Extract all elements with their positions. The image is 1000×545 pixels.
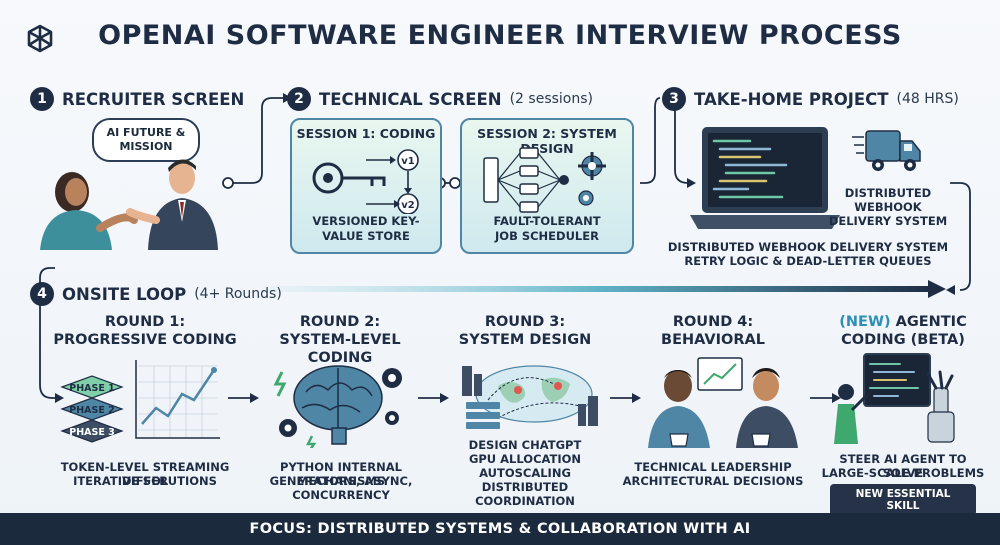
round-5-caption-line-1: STEER AI AGENT TO SOLVE [839,452,967,480]
step-4-title: ONSITE LOOP [62,284,187,304]
v1-label: v1 [401,156,415,167]
round-1-caption-line-2: ITERATIVE SOLUTIONS [73,474,217,488]
step-4-header: 4 ONSITE LOOP (4+ Rounds) [30,282,282,306]
round-4-title-line-2: BEHAVIORAL [661,332,765,348]
take-home-caption-line-2: RETRY LOGIC & DEAD-LETTER QUEUES [684,254,932,268]
focus-footer: FOCUS: DISTRIBUTED SYSTEMS & COLLABORATI… [0,513,1000,545]
session-2-caption: FAULT-TOLERANT JOB SCHEDULER [493,214,601,243]
round-5-title-line-1: AGENTIC [890,314,967,330]
step-1-header: 1 RECRUITER SCREEN [30,87,244,111]
step-3-number: 3 [662,87,686,111]
round-1-title: ROUND 1: PROGRESSIVE CODING [50,313,240,349]
round-2-caption-line-2: GENERATORS, ASYNC, CONCURRENCY [269,474,413,502]
session-1-caption: VERSIONED KEY-VALUE STORE [312,214,420,243]
new-tag: (NEW) [839,314,891,330]
page-title: OPENAI SOFTWARE ENGINEER INTERVIEW PROCE… [98,20,902,51]
round-4-caption-line-2: ARCHITECTURAL DECISIONS [622,474,804,488]
step-2-title: TECHNICAL SCREEN [319,89,502,109]
round-5-title: (NEW) AGENTIC CODING (BETA) [818,313,988,349]
step-1-number: 1 [30,87,54,111]
key-version-icon: v1 v2 [312,149,419,214]
step-2-subtitle: (2 sessions) [509,91,593,107]
step-4-number: 4 [30,282,54,306]
round-1-caption-line-1: TOKEN-LEVEL STREAMING DIFFER [60,460,230,488]
round-4-title: ROUND 4: BEHAVIORAL [628,313,798,349]
step-3-header: 3 TAKE-HOME PROJECT (48 HRS) [662,87,959,111]
agentic-coding-illustration [834,353,955,444]
step-3-subtitle: (48 HRS) [896,91,959,107]
step-2-header: 2 TECHNICAL SCREEN (2 sessions) [287,87,593,111]
round-3-title: ROUND 3: SYSTEM DESIGN [440,313,610,349]
step-4-subtitle: (4+ Rounds) [194,286,282,302]
round-3-caption-line-1: DESIGN CHATGPT [468,438,582,452]
delivery-truck-icon [852,130,921,171]
v2-label: v2 [401,200,415,211]
round-3-title-line-1: ROUND 3: [484,314,566,330]
session-1-panel: SESSION 1: CODING v1 v2 VERSIONED KEY-VA… [290,118,442,254]
round-3-caption-line-2: GPU ALLOCATION [468,452,582,466]
step-3-title: TAKE-HOME PROJECT [694,89,889,109]
round-2-title-line-1: ROUND 2: [299,314,381,330]
round-5-title-line-2: CODING (BETA) [841,332,965,348]
session-1-title: SESSION 1: CODING [296,126,436,141]
round-4-title-line-1: ROUND 4: [672,314,754,330]
new-essential-skill-badge: NEW ESSENTIAL SKILL [830,484,976,516]
take-home-caption-line-1: DISTRIBUTED WEBHOOK DELIVERY SYSTEM [667,240,949,254]
phase-1-label: PHASE 1 [69,383,115,394]
session-2-panel: SESSION 2: SYSTEM DESIGN [460,118,634,254]
round-2-title-line-2: SYSTEM-LEVEL CODING [279,332,401,366]
scheduler-network-icon [483,147,606,213]
speech-bubble: AI FUTURE & MISSION [92,118,200,162]
brain-gears-illustration [273,365,402,448]
truck-label: DISTRIBUTED WEBHOOK DELIVERY SYSTEM [828,186,948,228]
step-1-title: RECRUITER SCREEN [62,89,245,109]
laptop-code-icon [690,127,840,229]
phases-growth-illustration: PHASE 1 PHASE 2 PHASE 3 [60,360,220,443]
openai-logo-icon [27,24,53,53]
round-5-caption-line-2: LARGE-SCALE PROBLEMS [821,466,985,480]
phase-3-label: PHASE 3 [69,427,115,438]
round-2-caption-line-1: PYTHON INTERNAL MECHANISMS [280,460,402,488]
round-1-title-line-1: ROUND 1: [104,314,186,330]
step-2-number: 2 [287,87,311,111]
phase-2-label: PHASE 2 [69,405,115,416]
global-system-design-illustration [462,365,598,429]
recruiter-people-illustration [40,159,218,250]
behavioral-interview-illustration [648,357,798,448]
round-1-title-line-2: PROGRESSIVE CODING [53,332,237,348]
round-2-title: ROUND 2: SYSTEM-LEVEL CODING [245,313,435,367]
round-3-caption-line-3: AUTOSCALING [479,466,571,480]
round-4-caption-line-1: TECHNICAL LEADERSHIP [634,460,792,474]
round-3-caption-line-4: DISTRIBUTED COORDINATION [475,480,575,508]
round-3-title-line-2: SYSTEM DESIGN [458,332,592,348]
